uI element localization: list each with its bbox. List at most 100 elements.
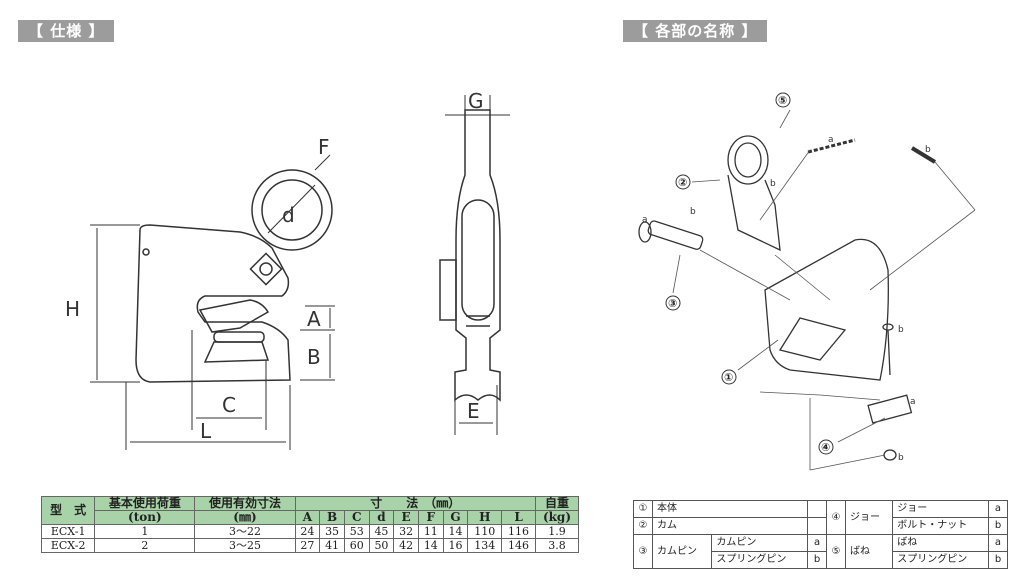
dim-label-B: B — [307, 345, 321, 369]
th-dim-col: H — [467, 510, 503, 525]
spec-section-title: 【 仕様 】 — [18, 20, 115, 42]
part-number: ⑤ — [826, 534, 847, 569]
th-dim-col: E — [393, 510, 419, 525]
th-dim-col: L — [501, 510, 536, 525]
cell-range: 3～25 — [194, 538, 296, 553]
cell-dim: 14 — [417, 538, 444, 553]
th-load: 基本使用荷重 — [94, 496, 196, 511]
th-range-unit: (㎜) — [194, 510, 296, 525]
part-name: カムピン — [651, 534, 713, 569]
front-view-outline — [454, 109, 501, 402]
clamp-body-outline — [135, 224, 291, 383]
table-row: ECX-1 1 3～22 24 35 53 45 32 11 14 110 11… — [40, 524, 580, 539]
th-range: 使用有効寸法 — [194, 496, 296, 511]
sub-label-4b-bolt: b — [898, 325, 904, 335]
sub-part-key: b — [988, 551, 1008, 569]
spec-table: 型 式 基本使用荷重 使用有効寸法 寸 法 （㎜） 自重 (ton) (㎜) A… — [40, 496, 580, 553]
dim-label-G: G — [468, 89, 484, 113]
sub-part-name: ばね — [892, 534, 989, 552]
th-dim-col: A — [294, 510, 321, 525]
sub-part-name: ボルト・ナット — [892, 517, 989, 535]
sub-part-name: カムピン — [711, 534, 809, 552]
cell-dim: 45 — [368, 524, 395, 539]
part-key — [807, 500, 828, 518]
part-name: ジョー — [845, 500, 894, 535]
table-row: ② カム ボルト・ナット b — [633, 517, 1008, 535]
th-dim-col: B — [319, 510, 345, 525]
th-weight-unit: (kg) — [534, 510, 580, 525]
sub-label-5b: b — [925, 145, 931, 155]
cell-dim: 50 — [368, 538, 395, 553]
th-dims: 寸 法 （㎜） — [294, 496, 536, 511]
cell-dim: 16 — [442, 538, 469, 553]
th-dim-col: C — [343, 510, 370, 525]
cell-dim: 53 — [343, 524, 370, 539]
dim-label-L: L — [200, 419, 212, 443]
sub-label-2b: b — [770, 179, 776, 189]
table-row: ③ カムピン カムピン a ⑤ ばね ばね a — [633, 534, 1008, 569]
table-row: スプリングピン b スプリングピン b — [634, 551, 1008, 569]
parts-table: ① 本体 ④ ジョー ジョー a ② カム ボルト・ナット b ③ カムピン カ… — [633, 500, 1008, 569]
sub-part-key: b — [807, 551, 828, 569]
cell-dim: 116 — [501, 524, 536, 539]
th-dim-col: d — [368, 510, 395, 525]
part-number: ② — [633, 517, 653, 535]
sub-label-3b: b — [690, 207, 696, 217]
sub-label-3a: a — [642, 215, 648, 225]
part-number: ③ — [633, 534, 653, 569]
dim-label-E: E — [467, 399, 480, 423]
dim-label-F: F — [318, 135, 330, 159]
th-weight: 自重 — [534, 496, 580, 511]
sub-part-name: スプリングピン — [711, 551, 809, 569]
callout-3: ③ — [668, 297, 677, 310]
dim-label-d: d — [282, 203, 295, 227]
th-load-unit: (ton) — [94, 510, 196, 525]
cell-dim: 42 — [393, 538, 419, 553]
part-name: 本体 — [651, 500, 809, 518]
callout-1: ① — [724, 371, 733, 384]
technical-drawing: H A B C L F d G E ⑤ ② ③ ① ④ a b a b b a … — [65, 89, 976, 471]
sub-label-4b-nut: b — [898, 453, 904, 463]
part-number: ④ — [826, 500, 847, 535]
cell-dim: 27 — [294, 538, 321, 553]
callout-5: ⑤ — [778, 94, 787, 107]
callout-4: ④ — [821, 441, 830, 454]
callout-2: ② — [678, 176, 687, 189]
sub-part-key: b — [988, 517, 1008, 535]
sub-label-4a: a — [910, 397, 916, 407]
sub-part-key: a — [807, 534, 828, 552]
parts-section-title: 【 各部の名称 】 — [623, 20, 768, 42]
dim-label-C: C — [222, 393, 236, 417]
cell-dim: 11 — [417, 524, 444, 539]
dim-label-A: A — [307, 307, 321, 331]
cell-dim: 14 — [442, 524, 469, 539]
cell-weight: 3.8 — [534, 538, 580, 553]
cell-dim: 60 — [343, 538, 370, 553]
sub-part-key: a — [988, 534, 1008, 552]
dim-label-H: H — [65, 297, 80, 321]
cell-weight: 1.9 — [534, 524, 580, 539]
cell-model: ECX-1 — [40, 524, 96, 539]
exploded-body — [764, 238, 889, 381]
table-row: ① 本体 ④ ジョー ジョー a — [633, 500, 1008, 535]
sub-label-5a: a — [828, 135, 834, 145]
cell-dim: 134 — [467, 538, 503, 553]
table-row: ECX-2 2 3～25 27 41 60 50 42 14 16 134 14… — [40, 538, 580, 553]
part-name: カム — [651, 517, 809, 535]
cell-dim: 32 — [393, 524, 419, 539]
cell-dim: 41 — [319, 538, 345, 553]
th-dim-col: G — [442, 510, 469, 525]
cell-load: 1 — [94, 524, 196, 539]
cell-model: ECX-2 — [40, 538, 96, 553]
part-name: ばね — [845, 534, 894, 569]
cell-dim: 35 — [319, 524, 345, 539]
part-key — [807, 517, 828, 535]
th-dim-col: F — [417, 510, 444, 525]
sub-part-key: a — [988, 500, 1008, 518]
part-number: ① — [633, 500, 653, 518]
cell-dim: 110 — [467, 524, 503, 539]
sub-part-name: ジョー — [892, 500, 989, 518]
th-model: 型 式 — [40, 496, 96, 525]
cell-dim: 146 — [501, 538, 536, 553]
cell-range: 3～22 — [194, 524, 296, 539]
